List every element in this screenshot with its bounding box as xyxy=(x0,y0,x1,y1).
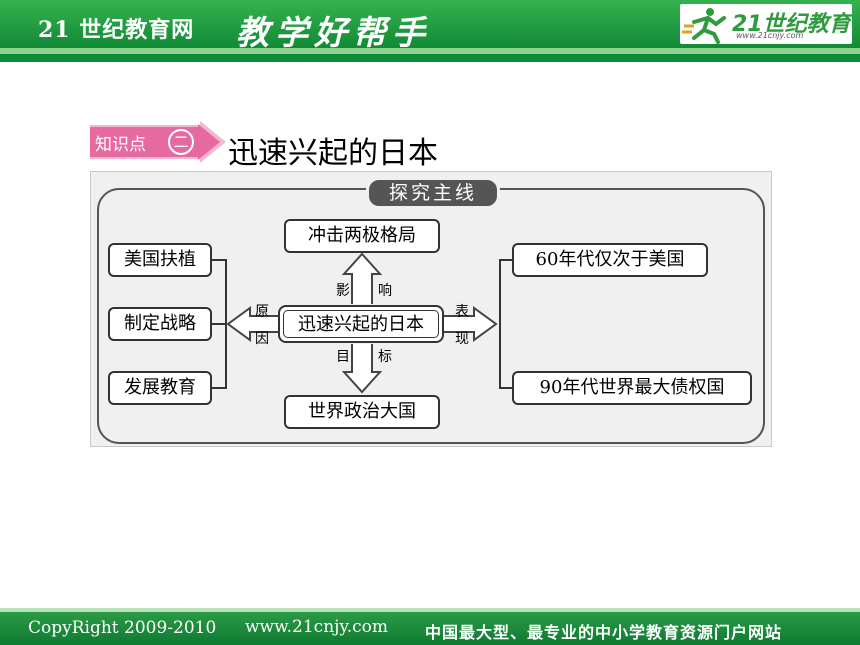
knowledge-point-number: 二 xyxy=(168,129,194,155)
node-center: 迅速兴起的日本 xyxy=(278,305,444,343)
label-left-1: 原 xyxy=(255,304,269,320)
site-logo[interactable]: 21世纪教育 www.21cnjy.com xyxy=(680,4,852,44)
header-slogan: 教学好帮手 xyxy=(236,13,431,52)
left-arrow xyxy=(226,306,278,342)
label-bottom-2: 标 xyxy=(378,349,392,365)
node-top: 冲击两极格局 xyxy=(284,219,440,253)
label-bottom-1: 目 xyxy=(336,349,350,365)
node-right-1: 60年代仅次于美国 xyxy=(512,243,708,277)
down-arrow xyxy=(341,344,383,394)
header-stripe xyxy=(0,48,860,54)
logo-text: 21世纪教育 xyxy=(732,12,851,37)
node-left-2: 制定战略 xyxy=(108,307,212,341)
node-bottom: 世界政治大国 xyxy=(284,395,440,429)
label-top-2: 响 xyxy=(378,283,392,299)
node-left-3: 发展教育 xyxy=(108,371,212,405)
section-title: 迅速兴起的日本 xyxy=(228,136,438,171)
runner-icon xyxy=(682,8,726,44)
explore-tag: 探究主线 xyxy=(366,177,500,209)
node-left-1: 美国扶植 xyxy=(108,243,212,277)
logo-url: www.21cnjy.com xyxy=(736,31,804,40)
footer-bar xyxy=(0,612,860,645)
footer-slogan: 中国最大型、最专业的中小学教育资源门户网站 xyxy=(425,623,783,642)
site-name: 21 世纪教育网 xyxy=(38,17,195,43)
node-right-2: 90年代世界最大债权国 xyxy=(512,371,752,405)
right-arrow xyxy=(444,306,498,342)
footer-copyright: CopyRight 2009-2010 xyxy=(28,618,217,638)
knowledge-point-label: 知识点 xyxy=(95,135,146,155)
node-center-label: 迅速兴起的日本 xyxy=(283,310,439,338)
right-bracket xyxy=(499,259,512,389)
footer-url[interactable]: www.21cnjy.com xyxy=(245,617,389,637)
label-right-1: 表 xyxy=(455,304,469,320)
up-arrow xyxy=(341,252,383,304)
label-right-2: 现 xyxy=(455,331,469,347)
label-left-2: 因 xyxy=(255,331,269,347)
label-top-1: 影 xyxy=(336,283,350,299)
footer-line xyxy=(0,608,860,612)
